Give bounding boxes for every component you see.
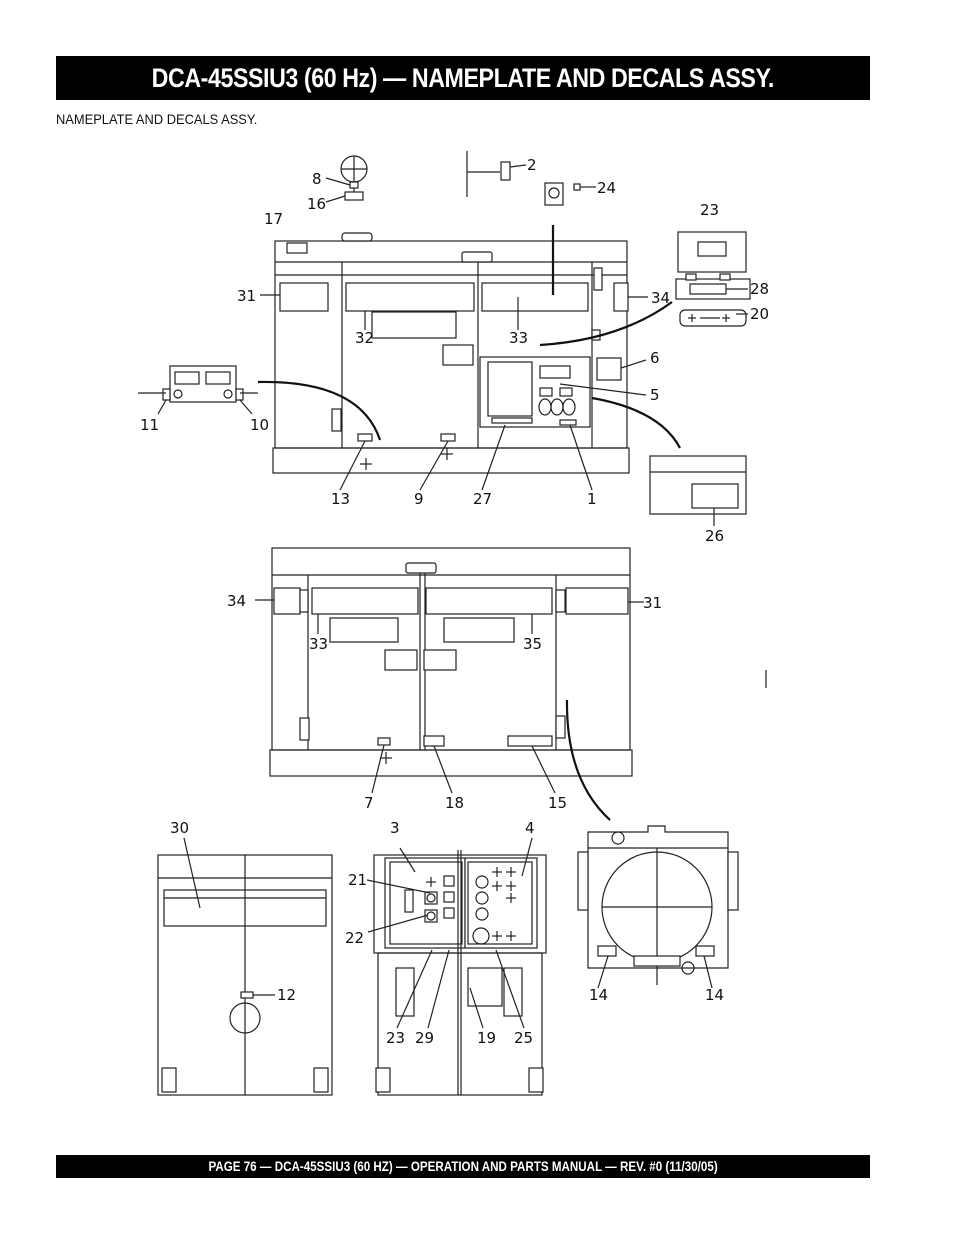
callout-4: 4: [525, 819, 535, 837]
decal-9: [440, 433, 456, 442]
callout-5: 5: [650, 386, 660, 404]
callout-35: 35: [523, 635, 542, 653]
callout-23b: 23: [386, 1029, 405, 1047]
decal-34: [613, 282, 629, 312]
callout-8: 8: [312, 170, 322, 188]
terminal-icon: [173, 389, 183, 399]
crosshair-icon: [492, 881, 502, 891]
crosshair-icon: [492, 931, 502, 941]
callout-22: 22: [345, 929, 364, 947]
callout-20: 20: [750, 305, 769, 323]
callout-15: 15: [548, 794, 567, 812]
battery-detail: [138, 365, 382, 441]
callout-2: 2: [527, 156, 537, 174]
decal-31: [279, 282, 329, 312]
page-footer-bar: PAGE 76 — DCA-45SSIU3 (60 HZ) — OPERATIO…: [56, 1155, 870, 1178]
bolt-icon: [611, 831, 625, 845]
decal-17: [286, 242, 308, 254]
panel-decal-detail: [539, 231, 751, 347]
decal-33: [481, 282, 589, 312]
crosshair-icon: [688, 314, 696, 322]
callout-23a: 23: [700, 201, 719, 219]
section-subtitle: NAMEPLATE AND DECALS ASSY.: [56, 111, 258, 127]
key-switch-icon: [548, 187, 560, 199]
callout-1: 1: [587, 490, 597, 508]
crosshair-icon: [722, 314, 730, 322]
decal-13: [357, 433, 373, 442]
callout-10: 10: [250, 416, 269, 434]
crosshair-icon: [441, 448, 453, 460]
callout-29: 29: [415, 1029, 434, 1047]
decal-34: [273, 587, 301, 615]
callout-28: 28: [750, 280, 769, 298]
callout-26: 26: [705, 527, 724, 545]
crosshair-icon: [426, 877, 436, 887]
decal-32: [345, 282, 475, 312]
decal-6: [596, 357, 622, 381]
decal-28: [689, 283, 727, 295]
decal-33: [311, 587, 419, 615]
callout-14b: 14: [705, 986, 724, 1004]
crosshair-icon: [506, 931, 516, 941]
callout-16: 16: [307, 195, 326, 213]
panel-enlarged-detail: [591, 396, 747, 526]
decal-31: [565, 587, 629, 615]
callout-32: 32: [355, 329, 374, 347]
generator-rear-view: [255, 547, 767, 821]
callout-24: 24: [597, 179, 616, 197]
callout-25: 25: [514, 1029, 533, 1047]
decal-14: [695, 945, 715, 957]
crosshair-icon: [492, 867, 502, 877]
callout-12: 12: [277, 986, 296, 1004]
decal-23: [697, 241, 727, 257]
bolt-icon: [681, 961, 695, 975]
decal-14: [597, 945, 617, 957]
callout-18: 18: [445, 794, 464, 812]
decal-12: [240, 991, 254, 999]
crosshair-icon: [506, 893, 516, 903]
callout-34a: 34: [651, 289, 670, 307]
callout-21: 21: [348, 871, 367, 889]
crosshair-icon: [506, 881, 516, 891]
callout-11: 11: [140, 416, 159, 434]
callout-27: 27: [473, 490, 492, 508]
callout-17: 17: [264, 210, 283, 228]
callout-19: 19: [477, 1029, 496, 1047]
decal-7: [377, 737, 391, 746]
crosshair-icon: [506, 867, 516, 877]
callout-31a: 31: [237, 287, 256, 305]
callout-6: 6: [650, 349, 660, 367]
key-switch-detail: [544, 182, 596, 295]
radiator-end-view: [577, 825, 739, 989]
callout-34b: 34: [227, 592, 246, 610]
callout-31b: 31: [643, 594, 662, 612]
callout-labels: 8 16 17 2 24 23 28 20 31 32 33 34 6 5 11…: [140, 156, 769, 1047]
callout-33b: 33: [309, 635, 328, 653]
callout-7: 7: [364, 794, 374, 812]
decal-15: [507, 735, 553, 747]
callout-30: 30: [170, 819, 189, 837]
fuel-gauge-detail: [466, 151, 527, 197]
generator-side-view: [157, 837, 333, 1096]
generator-front-view: [260, 155, 648, 491]
crosshair-icon: [380, 752, 392, 764]
terminal-icon: [223, 389, 233, 399]
control-box-open-view: [366, 837, 547, 1096]
callout-13: 13: [331, 490, 350, 508]
page-footer-text: PAGE 76 — DCA-45SSIU3 (60 HZ) — OPERATIO…: [208, 1159, 718, 1174]
page-title: DCA-45SSIU3 (60 Hz) — NAMEPLATE AND DECA…: [151, 62, 775, 93]
callout-33a: 33: [509, 329, 528, 347]
decal-26: [691, 483, 739, 509]
callout-3: 3: [390, 819, 400, 837]
decal-18: [423, 735, 445, 747]
decal-2: [500, 161, 511, 181]
lifting-hole-icon: [229, 1002, 261, 1034]
callout-14a: 14: [589, 986, 608, 1004]
page-title-bar: DCA-45SSIU3 (60 Hz) — NAMEPLATE AND DECA…: [56, 56, 870, 100]
callout-9: 9: [414, 490, 424, 508]
decal-35: [425, 587, 553, 615]
crosshair-icon: [360, 458, 372, 470]
